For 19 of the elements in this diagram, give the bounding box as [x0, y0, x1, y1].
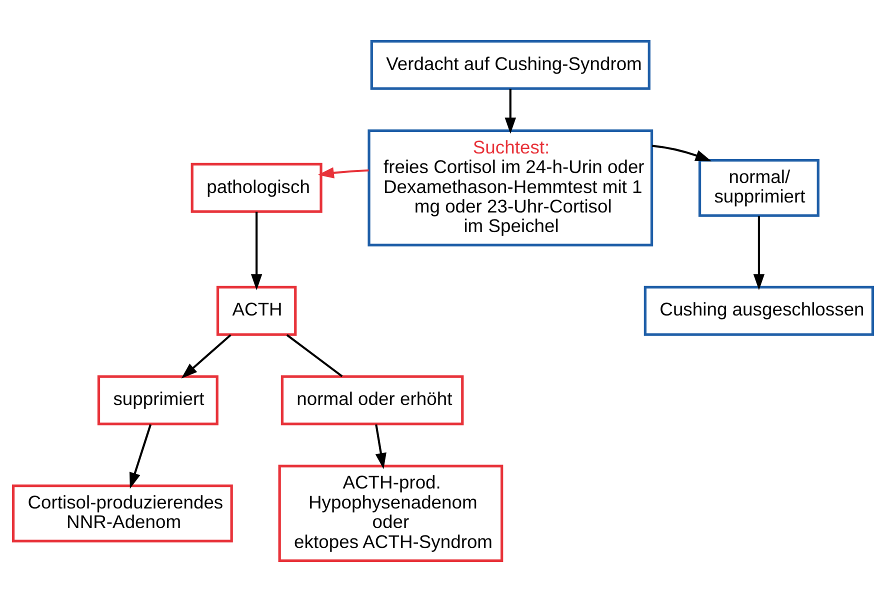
arrow — [375, 424, 386, 470]
arrow — [504, 88, 516, 134]
node-box: normal oder erhöht — [280, 375, 464, 426]
arrow — [318, 167, 369, 178]
node-box: Suchtest: freies Cortisol im 24-h-Urin oder Dexamethason-Hemmtest mit 1 mg oder 23-Uhr-Cortisol im Speichel — [368, 129, 654, 246]
connector — [286, 334, 343, 378]
node-box: normal/ supprimiert — [698, 158, 820, 217]
arrow — [181, 334, 232, 378]
node-box: ACTH — [216, 286, 297, 336]
arrow — [652, 144, 712, 162]
node-box: Cortisol-produzierendes NNR-Adenom — [12, 484, 233, 542]
node-box: pathologisch — [190, 162, 322, 213]
arrow — [753, 216, 765, 290]
arrow — [250, 212, 262, 290]
node-box: supprimiert — [97, 375, 218, 426]
node-box: Verdacht auf Cushing-Syndrom — [370, 40, 650, 90]
node-box: ACTH-prod. Hypophysenadenom oder ektopes ACTH-Syndrom — [278, 464, 504, 562]
arrow — [130, 424, 152, 489]
node-box: Cushing ausgeschlossen — [644, 286, 874, 336]
